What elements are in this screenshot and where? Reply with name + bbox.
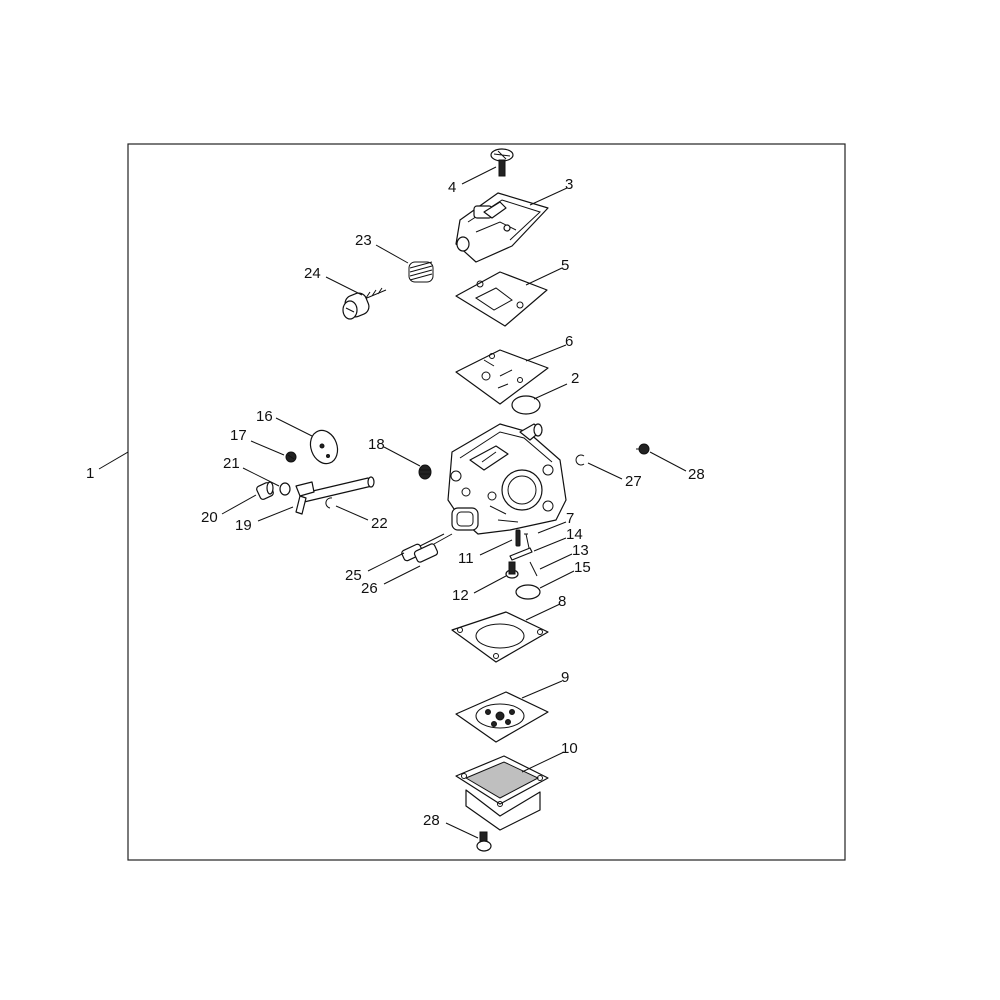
part-spring-18 (418, 464, 432, 480)
part-throttle-valve-16 (309, 429, 339, 465)
callout-18: 18 (368, 436, 385, 453)
part-bushing-20 (256, 481, 274, 500)
callout-21: 21 (223, 455, 240, 472)
leader-lines (98, 166, 687, 839)
part-screw-28-bottom (476, 831, 492, 852)
part-carburetor-body (447, 423, 567, 535)
part-metering-gasket-8 (451, 611, 549, 663)
callout-4: 4 (448, 179, 456, 196)
diagram-frame (127, 143, 846, 861)
callout-11: 11 (458, 550, 474, 567)
callout-7: 7 (566, 510, 574, 527)
callout-20: 20 (201, 509, 218, 526)
part-spring-23 (408, 261, 434, 283)
part-metering-cover-10 (455, 755, 549, 831)
part-pump-cover-3 (455, 192, 549, 263)
part-screw-28-right (636, 443, 650, 455)
part-screw-4 (490, 148, 514, 177)
part-inlet-needle-7 (524, 533, 530, 549)
callout-28-bottom: 28 (423, 812, 440, 829)
callout-6: 6 (565, 333, 573, 350)
callout-8: 8 (558, 593, 566, 610)
callout-24: 24 (304, 265, 321, 282)
callout-5: 5 (561, 257, 569, 274)
callout-3: 3 (565, 176, 573, 193)
part-pin-11 (515, 529, 521, 547)
part-throttle-shaft-19 (295, 476, 375, 515)
part-metering-diaphragm-9 (455, 691, 549, 743)
part-disc-15 (515, 584, 541, 600)
callout-14: 14 (566, 526, 583, 543)
callout-labels: 1 2 3 4 5 6 7 8 9 10 11 12 13 14 15 16 1… (86, 176, 705, 829)
callout-22: 22 (371, 515, 388, 532)
callout-28-right: 28 (688, 466, 705, 483)
callout-17: 17 (230, 427, 247, 444)
callout-2: 2 (571, 370, 579, 387)
part-washer-21 (279, 482, 291, 496)
callout-23: 23 (355, 232, 372, 249)
part-clip-22 (325, 497, 333, 509)
callout-10: 10 (561, 740, 578, 757)
part-clip-27 (575, 454, 585, 466)
callout-19: 19 (235, 517, 252, 534)
part-screw-12 (505, 561, 519, 579)
part-needle-26 (413, 533, 453, 563)
part-pin-13 (529, 561, 538, 577)
callout-25: 25 (345, 567, 362, 584)
callout-1: 1 (86, 465, 94, 482)
callout-15: 15 (574, 559, 591, 576)
callout-27: 27 (625, 473, 642, 490)
part-pump-gasket-5 (455, 271, 548, 327)
callout-13: 13 (572, 542, 589, 559)
part-filter-screen-2 (511, 395, 541, 415)
part-screw-17 (285, 451, 297, 463)
callout-12: 12 (452, 587, 469, 604)
callout-16: 16 (256, 408, 273, 425)
part-pump-diaphragm-6 (455, 349, 549, 405)
callout-9: 9 (561, 669, 569, 686)
part-adjusting-screw-24 (342, 287, 387, 320)
part-metering-lever-14 (509, 547, 533, 561)
callout-26: 26 (361, 580, 378, 597)
